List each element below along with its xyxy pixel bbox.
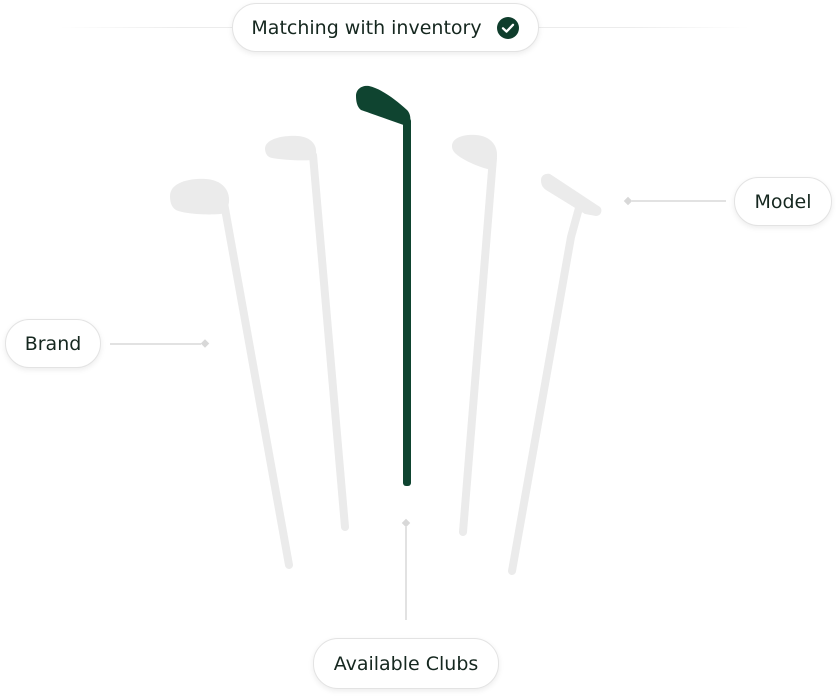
check-circle-icon xyxy=(496,16,519,39)
inactive-putter-club xyxy=(508,173,602,575)
matching-status-badge: Matching with inventory xyxy=(232,3,539,52)
clubs-connector-dot xyxy=(401,518,411,528)
brand-label: Brand xyxy=(5,319,101,368)
model-connector-dot xyxy=(623,196,633,206)
highlighted-iron-club xyxy=(356,85,411,486)
inactive-wood-club xyxy=(265,135,349,531)
matching-status-label: Matching with inventory xyxy=(251,16,482,39)
available-clubs-label: Available Clubs xyxy=(313,638,499,689)
brand-connector-dot xyxy=(200,339,210,348)
inactive-driver-club-left xyxy=(170,178,293,569)
model-label: Model xyxy=(734,177,832,226)
inactive-hybrid-club xyxy=(452,134,498,536)
